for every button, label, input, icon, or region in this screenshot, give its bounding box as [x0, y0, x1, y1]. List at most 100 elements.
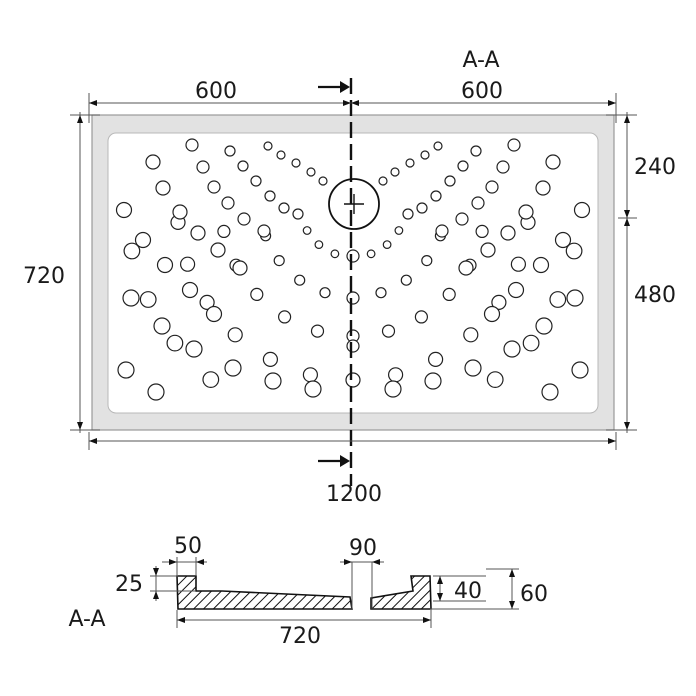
- dimple: [345, 372, 361, 388]
- dimple: [464, 359, 482, 377]
- dim-right-lower: 480: [634, 283, 676, 308]
- dimple: [500, 225, 516, 241]
- dimple: [378, 176, 388, 186]
- dimple: [388, 367, 404, 383]
- dimple: [224, 359, 242, 377]
- section-profile-right: [370, 575, 432, 610]
- dimple: [292, 208, 304, 220]
- dimple: [366, 249, 376, 259]
- dimple: [535, 317, 553, 335]
- dimple: [181, 281, 199, 299]
- dimple: [428, 351, 444, 367]
- section-profile-left: [176, 575, 353, 610]
- dim-rim-height: 25: [115, 572, 143, 597]
- dimple: [276, 150, 286, 160]
- dimple-pattern: [115, 138, 591, 401]
- dimple: [457, 160, 469, 172]
- dimple: [278, 202, 290, 214]
- section-arrow-bottom: [318, 455, 350, 467]
- right-dimension: [606, 112, 637, 433]
- dimple: [455, 212, 469, 226]
- dimple: [483, 305, 501, 323]
- dimple: [122, 289, 140, 307]
- dim-total-height-lines: [430, 568, 519, 610]
- dimple: [424, 372, 442, 390]
- dimple: [444, 175, 456, 187]
- drain-outlet: [328, 178, 380, 230]
- dim-top-left: 600: [195, 79, 237, 104]
- dimple: [475, 224, 489, 238]
- dimple: [390, 167, 400, 177]
- dimple: [435, 224, 449, 238]
- dimple: [319, 287, 331, 299]
- dimple: [486, 371, 504, 389]
- dimple: [291, 158, 301, 168]
- dimple: [565, 242, 583, 260]
- dimple: [250, 287, 264, 301]
- dimple: [330, 249, 340, 259]
- dim-right-upper: 240: [634, 155, 676, 180]
- dimple: [217, 224, 231, 238]
- dimple: [224, 145, 236, 157]
- dim-inner-depth: 40: [454, 579, 482, 604]
- dimple: [134, 231, 152, 249]
- dimple: [541, 383, 559, 401]
- dimple: [510, 256, 527, 272]
- dimple: [278, 310, 292, 324]
- dimple: [381, 324, 396, 338]
- dimple: [304, 380, 322, 398]
- dim-inner-depth-lines: [433, 575, 486, 602]
- dim-section-length-lines: [176, 610, 432, 628]
- dimple: [518, 204, 534, 220]
- dimple: [346, 291, 360, 305]
- dimple: [402, 208, 414, 220]
- dimple: [123, 242, 141, 260]
- dimple: [549, 291, 567, 308]
- dimple: [414, 310, 428, 324]
- dimple: [346, 249, 360, 263]
- dimple: [155, 180, 171, 196]
- dimple: [185, 138, 199, 152]
- dimple: [180, 256, 196, 272]
- dimple: [166, 334, 184, 352]
- dimple: [535, 180, 551, 196]
- dim-rim-width: 50: [174, 534, 202, 559]
- dimple: [185, 340, 203, 358]
- dimple: [545, 154, 561, 170]
- dimple: [190, 225, 206, 241]
- dimple: [471, 196, 485, 210]
- left-dimension: [70, 112, 100, 433]
- dimple: [153, 317, 171, 335]
- dimple: [496, 160, 510, 174]
- dimple: [262, 351, 278, 367]
- dimple: [573, 201, 591, 219]
- dimple: [458, 260, 474, 276]
- section-arrow-top: [318, 81, 350, 93]
- dim-overall-width: 720: [23, 264, 65, 289]
- dimple: [302, 226, 312, 235]
- dimple: [433, 141, 443, 151]
- dimple: [485, 180, 499, 194]
- dimple: [491, 294, 507, 310]
- dimple: [264, 372, 282, 390]
- dimple: [227, 327, 243, 343]
- dimple: [250, 175, 262, 187]
- dimple: [394, 226, 404, 235]
- dimple: [147, 383, 165, 401]
- dimple: [306, 167, 316, 177]
- dimple: [507, 281, 525, 299]
- dim-drain-width: 90: [349, 536, 377, 561]
- dimple: [522, 334, 540, 352]
- dimple: [384, 380, 402, 398]
- dimple: [416, 202, 428, 214]
- dimple: [480, 242, 496, 258]
- dimple: [554, 231, 572, 249]
- dimple: [442, 287, 456, 301]
- dimple: [421, 255, 433, 267]
- plan-view: A-A 600 600 1200: [23, 48, 676, 507]
- dim-total-height: 60: [520, 582, 548, 607]
- dimple: [318, 176, 328, 186]
- dim-section-length: 720: [279, 624, 321, 649]
- dimple: [115, 201, 133, 219]
